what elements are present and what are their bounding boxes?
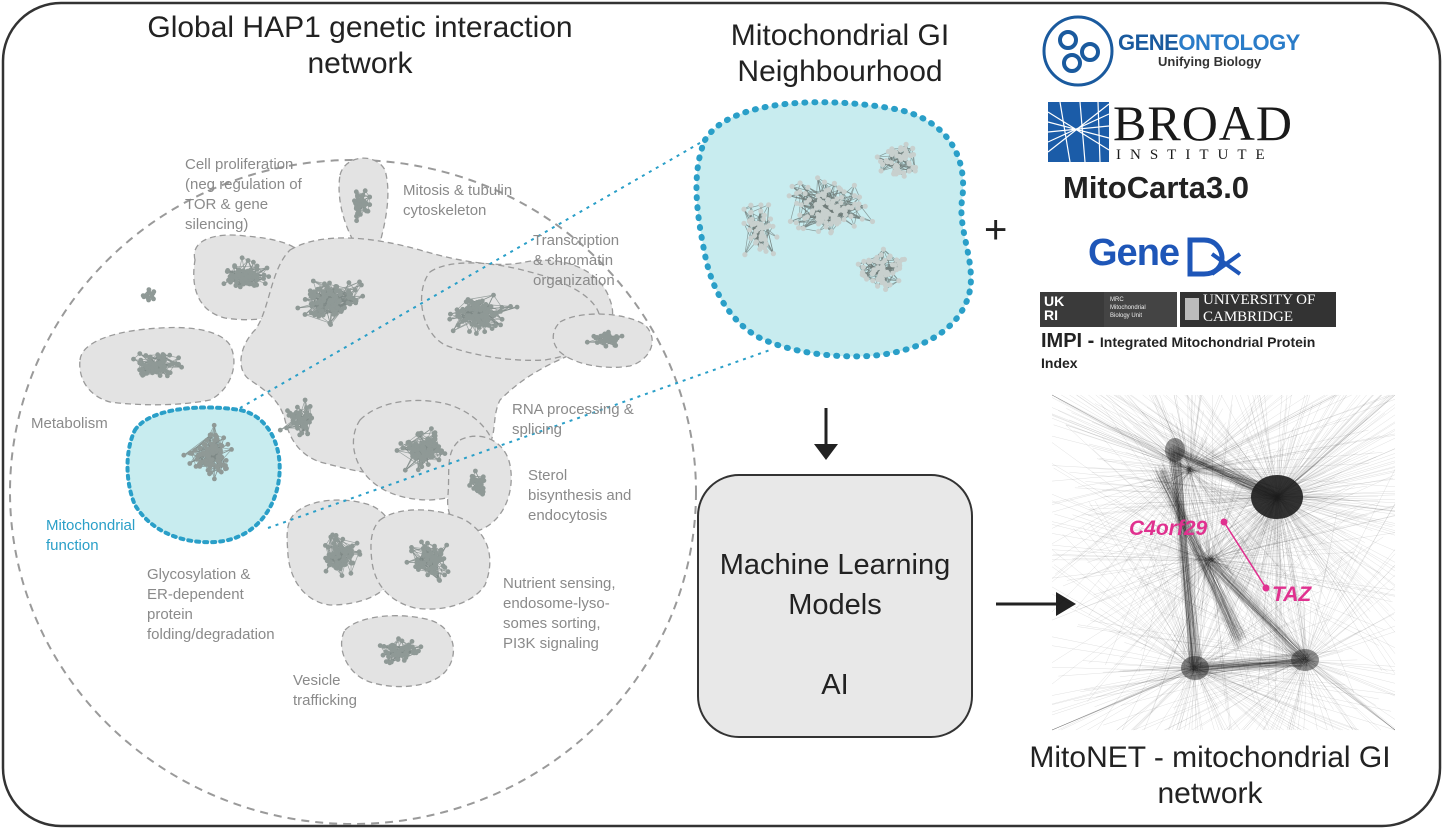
impi-small2: Index: [1041, 355, 1078, 371]
label-vesicle: Vesicle trafficking: [293, 672, 357, 709]
arrow-down: [814, 408, 838, 460]
highlight-node-taz: [1262, 584, 1270, 592]
mitonet-title-line1: MitoNET - mitochondrial GI: [1029, 741, 1391, 774]
broad-sub: INSTITUTE: [1116, 147, 1274, 163]
label-transcription: Transcription & chromatin organization: [533, 232, 620, 289]
label-metabolism: Metabolism: [31, 415, 108, 432]
neighbourhood-title: Mitochondrial GI Neighbourhood: [690, 18, 990, 90]
cambridge-university: UNIVERSITY OF CAMBRIDGE: [1203, 292, 1315, 326]
ml-line3: AI: [821, 669, 849, 701]
mitonet-hub-bottom-right: [1291, 649, 1319, 671]
impi-label: IMPI - Integrated Mitochondrial Protein: [1041, 330, 1315, 354]
geneontology-tagline: Unifying Biology: [1158, 54, 1262, 69]
genedx-part1: Gene: [1088, 232, 1180, 274]
mitonet-title: MitoNET - mitochondrial GI network: [985, 740, 1435, 812]
neighbourhood-title-line2: Neighbourhood: [737, 55, 943, 88]
label-sterol: Sterol bisynthesis and endocytosis: [528, 467, 632, 524]
cambridge-mrc-line3: Biology Unit: [1110, 313, 1143, 319]
label-cell-proliferation: Cell proliferation (neg regulation of TO…: [185, 156, 302, 233]
cambridge-mrc: MRC Mitochondrial Biology Unit: [1110, 296, 1146, 320]
genedx-label: GeneDx: [1088, 232, 1180, 275]
neighbourhood-blob: [693, 99, 974, 360]
cambridge-ukri: UK RI: [1044, 294, 1064, 322]
mitocarta-label: MitoCarta3.0: [1063, 170, 1250, 205]
impi-small: Integrated Mitochondrial Protein: [1099, 334, 1316, 350]
hull-mitochondrial: [125, 405, 282, 545]
zoom-line-bottom: [267, 349, 771, 529]
cambridge-uni-line2: CAMBRIDGE: [1203, 309, 1294, 325]
neighbourhood-nodes: [741, 141, 919, 292]
broad-name: BROAD: [1113, 95, 1294, 151]
impi-main: IMPI -: [1041, 330, 1100, 352]
cambridge-mrc-line1: MRC: [1110, 297, 1124, 303]
left-title-line1: Global HAP1 genetic interaction: [147, 11, 573, 44]
mitonet-hub-top-left: [1165, 438, 1185, 462]
neighbourhood-title-line1: Mitochondrial GI: [730, 19, 950, 52]
geneontology-part2: ONTOLOGY: [1178, 30, 1300, 55]
geneontology-part1: GENE: [1118, 30, 1179, 55]
cluster-hulls: [79, 157, 653, 688]
mitonet-hub-bottom-left: [1181, 656, 1209, 680]
network-nodes: [131, 188, 625, 666]
geneontology-icon: [1042, 15, 1114, 87]
left-title-line2: network: [307, 47, 413, 80]
highlight-node-c4orf29: [1220, 518, 1228, 526]
genedx-mark: [1187, 237, 1242, 277]
label-mitosis: Mitosis & tubulin cytoskeleton: [403, 182, 513, 219]
cambridge-ri: RI: [1044, 307, 1058, 323]
left-title: Global HAP1 genetic interaction network: [100, 10, 620, 82]
arrow-right: [996, 592, 1076, 616]
highlight-link: [1223, 521, 1267, 589]
ml-models-box: Machine Learning Models AI: [697, 474, 973, 738]
broad-logo-mark: [1047, 101, 1110, 163]
label-rna-processing: RNA processing & splicing: [512, 401, 634, 438]
cambridge-uni-line1: UNIVERSITY OF: [1203, 292, 1316, 308]
zoom-line-top: [239, 139, 706, 409]
gene-label-c4orf29: C4orf29: [1129, 517, 1208, 540]
label-glycosylation: Glycosylation & ER-dependent protein fol…: [147, 566, 275, 643]
mitonet-title-line2: network: [1157, 777, 1263, 810]
label-mitochondrial: Mitochondrial function: [46, 517, 136, 554]
mitonet-hub-right: [1251, 475, 1303, 519]
cambridge-logo-mark: [1040, 292, 1336, 327]
geneontology-logo: GENEONTOLOGY: [1118, 30, 1300, 56]
cambridge-mrc-line2: Mitochondrial: [1110, 305, 1146, 311]
ml-line1: Machine Learning: [719, 549, 951, 581]
gene-label-taz: TAZ: [1272, 583, 1312, 606]
cambridge-uk: UK: [1044, 293, 1065, 309]
ml-line2: Models: [788, 589, 882, 621]
plus-sign: +: [984, 208, 1008, 252]
label-nutrient: Nutrient sensing, endosome-lyso- somes s…: [503, 575, 616, 652]
